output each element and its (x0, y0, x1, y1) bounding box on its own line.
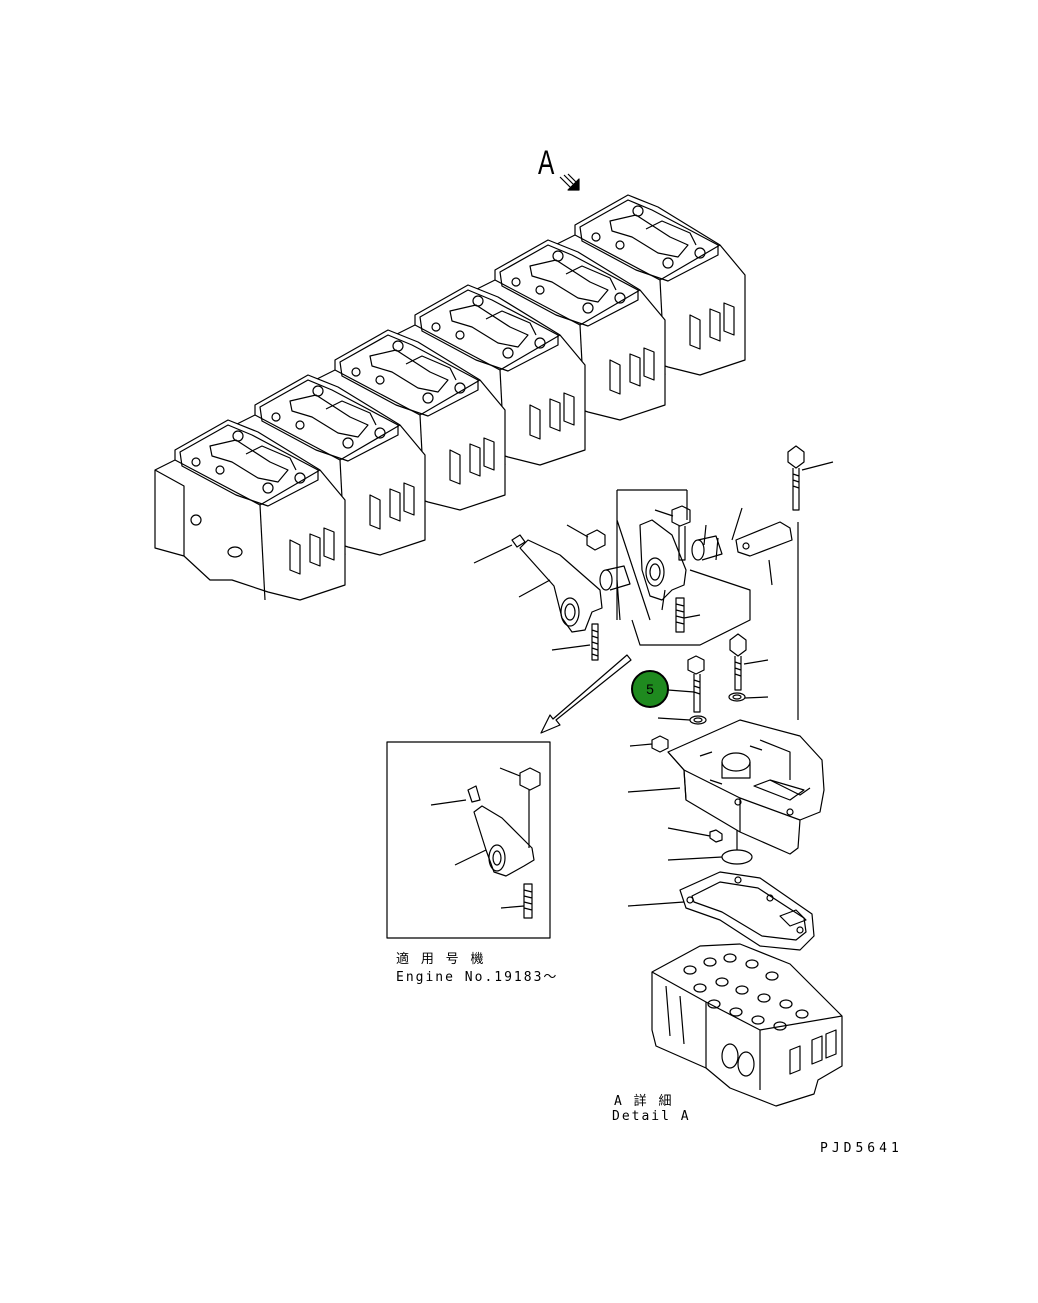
inset-title-jp: 適 用 号 機 (396, 952, 486, 967)
valve-hole (773, 1021, 787, 1031)
valve-hole (703, 957, 717, 967)
valve-hole (683, 965, 697, 975)
valve-hole (707, 999, 721, 1009)
valve-hole (715, 977, 729, 987)
drawing-code: PJD5641 (820, 1141, 903, 1156)
valve-hole (693, 983, 707, 993)
head-valve-holes (683, 953, 809, 1031)
cylinder-head-6 (154, 419, 346, 601)
rocker-housing-exploded (627, 633, 843, 1107)
valve-hole (723, 953, 737, 963)
inset-detail-frame (386, 741, 551, 939)
rocker-arm-exploded-parts (473, 445, 834, 720)
valve-hole (779, 999, 793, 1009)
inset-title-en: Engine No.19183～ (396, 970, 559, 985)
valve-hole (757, 993, 771, 1003)
valve-hole (745, 959, 759, 969)
view-direction-arrow (559, 173, 580, 191)
valve-hole (795, 1009, 809, 1019)
detail-pointer-arrow (540, 654, 632, 734)
view-letter-a: A (538, 144, 555, 182)
valve-hole (729, 1007, 743, 1017)
detail-title-en: Detail A (612, 1109, 691, 1124)
valve-hole (765, 971, 779, 981)
cylinder-head-assembly (154, 194, 746, 601)
detail-title-jp: A 詳 細 (614, 1094, 674, 1109)
callout-5[interactable]: 5 (631, 670, 669, 708)
valve-hole (751, 1015, 765, 1025)
valve-hole (735, 985, 749, 995)
